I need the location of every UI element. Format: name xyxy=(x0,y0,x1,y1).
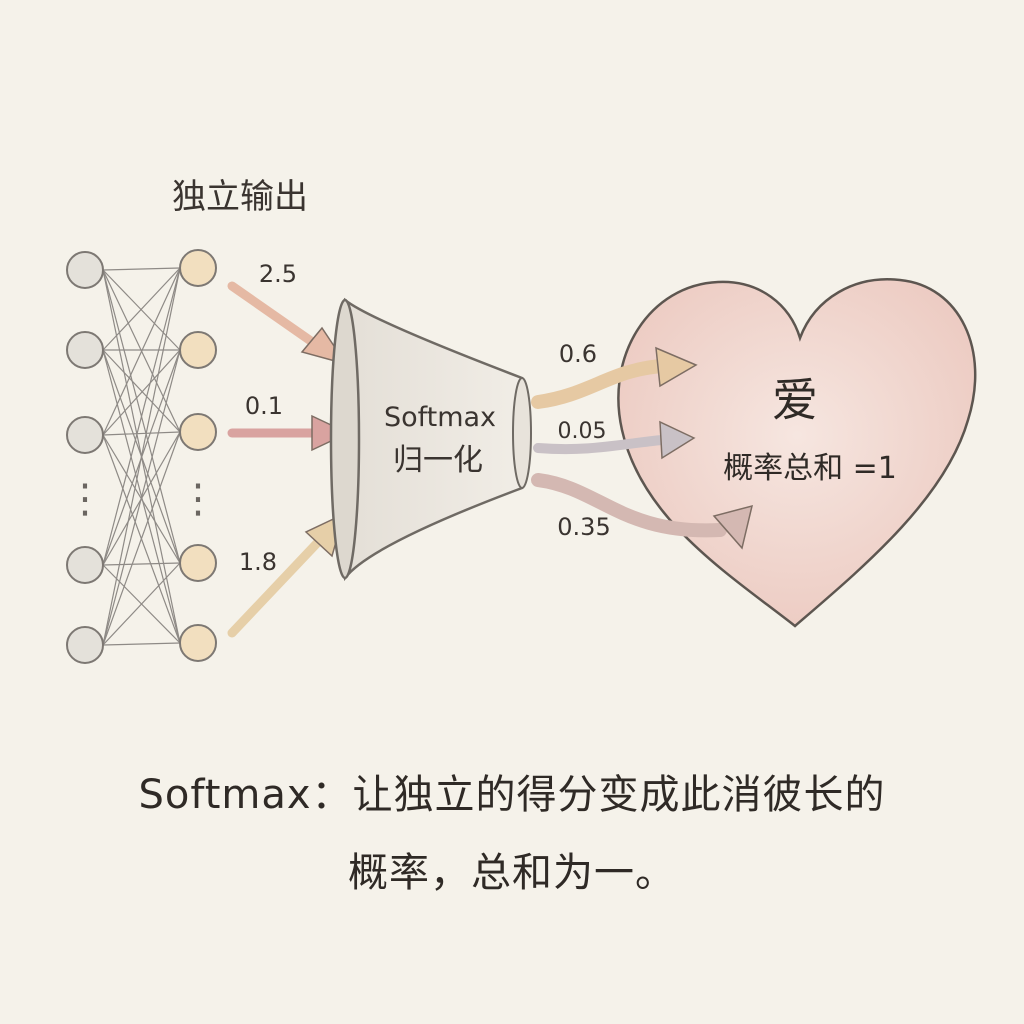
softmax-funnel: Softmax 归一化 xyxy=(329,297,532,582)
network-edge xyxy=(102,642,181,646)
network-edge xyxy=(102,349,181,433)
caption-line-1: Softmax：让独立的得分变成此消彼长的 xyxy=(138,772,886,818)
output-ellipsis: ⋮ xyxy=(178,476,218,522)
probability-arrows: 0.6 0.05 0.35 xyxy=(531,340,754,550)
output-node xyxy=(179,249,217,287)
output-node xyxy=(179,624,217,662)
score-label-middle: 0.1 xyxy=(245,392,283,420)
input-node xyxy=(66,546,104,584)
funnel-label-softmax: Softmax xyxy=(384,402,496,433)
network-edge xyxy=(102,267,181,646)
heart-title: 爱 xyxy=(772,373,818,427)
output-layer: ⋮ xyxy=(178,249,218,662)
input-layer: ⋮ xyxy=(65,251,105,664)
network-edge xyxy=(102,267,181,271)
input-node xyxy=(66,251,104,289)
probability-arrow-top xyxy=(531,346,698,409)
network-edge xyxy=(102,562,181,646)
network-connections xyxy=(102,267,181,646)
heart-subtitle: 概率总和 =1 xyxy=(723,451,897,486)
probability-label-top: 0.6 xyxy=(559,340,597,368)
probability-label-middle: 0.05 xyxy=(558,419,607,444)
input-node xyxy=(66,626,104,664)
network-edge xyxy=(102,431,181,646)
score-label-bottom: 1.8 xyxy=(239,548,277,576)
input-node xyxy=(66,416,104,454)
input-node xyxy=(66,331,104,369)
probability-arrow-middle xyxy=(533,420,696,460)
output-node xyxy=(179,413,217,451)
network-edge xyxy=(102,562,181,566)
network-edge xyxy=(102,349,181,436)
network-edge xyxy=(102,267,181,351)
probability-arrow-bottom xyxy=(531,473,754,550)
input-ellipsis: ⋮ xyxy=(65,476,105,522)
probability-label-bottom: 0.35 xyxy=(557,513,610,541)
output-node xyxy=(179,331,217,369)
input-title: 独立输出 xyxy=(172,177,308,217)
score-arrow-top xyxy=(227,281,348,366)
heart: 爱 概率总和 =1 xyxy=(617,278,977,628)
network-edge xyxy=(102,431,181,436)
network-edge xyxy=(102,349,181,646)
caption-line-2: 概率，总和为一。 xyxy=(348,850,676,896)
score-label-top: 2.5 xyxy=(259,260,297,288)
network-edge xyxy=(102,267,181,436)
output-node xyxy=(179,544,217,582)
network-edge xyxy=(102,267,181,566)
funnel-label-normalize: 归一化 xyxy=(393,443,483,478)
network-edge xyxy=(102,269,181,351)
